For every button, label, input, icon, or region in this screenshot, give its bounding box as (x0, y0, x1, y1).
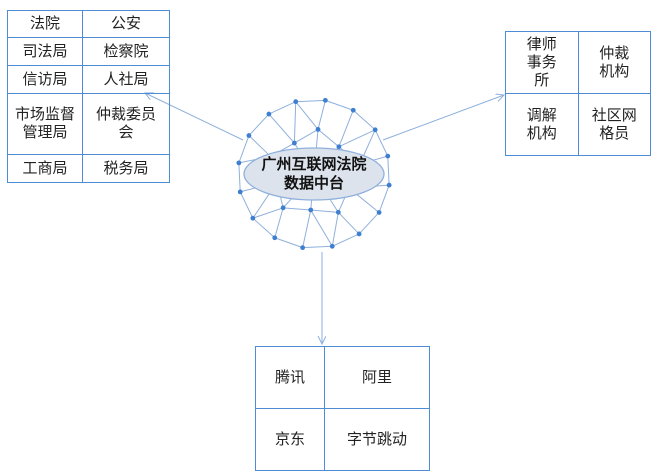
globe-link (302, 245, 333, 249)
cell-bytedance: 字节跳动 (324, 408, 430, 471)
hub-ellipse (243, 147, 385, 201)
globe-link (338, 110, 354, 147)
cell-court: 法院 (7, 10, 83, 38)
globe-link (317, 129, 340, 148)
globe-link (310, 209, 333, 247)
globe-node (376, 210, 382, 215)
cell-tax-bureau: 税务局 (82, 154, 170, 183)
mediation-institutions-table: 律师事务所 仲裁机构 调解机构 社区网格员 (505, 31, 651, 156)
globe-node (272, 235, 278, 241)
cell-tencent: 腾讯 (255, 346, 325, 409)
globe-node (350, 107, 356, 113)
globe-node (236, 160, 242, 166)
globe-link (358, 212, 380, 235)
globe-link (338, 129, 376, 148)
globe-link (252, 207, 284, 219)
globe-link (378, 184, 390, 213)
globe-link (293, 101, 297, 144)
globe-link (325, 99, 354, 111)
globe-link (295, 101, 319, 130)
cell-law-firm: 律师事务所 (505, 31, 579, 94)
globe-link (317, 100, 326, 130)
globe-link (268, 113, 295, 144)
cell-arbitration-committee: 仲裁委员会 (82, 93, 170, 155)
cell-alibaba: 阿里 (324, 346, 430, 409)
globe-link (295, 99, 326, 103)
cell-procuratorate: 检察院 (82, 37, 170, 66)
cell-mediation-agency: 调解机构 (505, 93, 579, 156)
globe-node (280, 205, 286, 211)
cell-community-grid-worker: 社区网格员 (577, 93, 651, 156)
globe-node (291, 140, 297, 146)
globe-link (268, 101, 296, 115)
cell-petition-bureau: 信访局 (7, 65, 83, 94)
globe-link (294, 128, 319, 144)
cell-jd: 京东 (255, 408, 325, 471)
globe-node (329, 243, 335, 249)
globe-node (315, 127, 321, 132)
globe-node (322, 97, 328, 103)
globe-link (332, 233, 360, 247)
globe-link (274, 207, 284, 238)
globe-link (274, 237, 303, 249)
globe-link (239, 191, 254, 219)
globe-link (248, 113, 270, 136)
globe-link (352, 109, 376, 131)
globe-node (356, 231, 362, 237)
internet-companies-table: 腾讯 阿里 京东 字节跳动 (255, 346, 430, 471)
cell-arbitration-agency: 仲裁机构 (577, 31, 651, 94)
cell-justice-bureau: 司法局 (7, 37, 83, 66)
globe-link (238, 162, 241, 192)
cell-market-supervision: 市场监督管理局 (7, 93, 83, 155)
globe-link (331, 212, 339, 247)
hub-label: 广州互联网法院 数据中台 (246, 152, 382, 196)
globe-link (248, 135, 271, 157)
globe-node (336, 144, 342, 150)
cell-commerce-bureau: 工商局 (7, 154, 83, 183)
globe-link (252, 217, 276, 239)
globe-node (386, 182, 392, 188)
cell-public-security: 公安 (82, 10, 170, 38)
globe-node (372, 127, 378, 133)
government-agencies-table: 法院 公安 司法局 检察院 信访局 人社局 市场监督管理局 仲裁委员会 工商局 … (7, 10, 170, 183)
globe-node (246, 133, 252, 138)
globe-node (250, 215, 256, 221)
globe-node (293, 99, 299, 105)
cell-social-security-bureau: 人社局 (82, 65, 170, 94)
globe-node (300, 245, 306, 251)
globe-link (302, 209, 312, 248)
arrow-to-right-table (382, 95, 504, 141)
hub-label-line2: 数据中台 (283, 175, 344, 192)
globe-node (385, 153, 391, 159)
globe-node (237, 189, 243, 195)
globe-node (335, 209, 341, 215)
globe-node (308, 207, 314, 213)
globe-node (266, 111, 272, 117)
globe-link (283, 207, 311, 211)
globe-link (374, 129, 389, 157)
globe-link (238, 135, 250, 164)
globe-link (337, 211, 360, 235)
hub-label-line1: 广州互联网法院 (261, 156, 367, 173)
globe-link (310, 209, 339, 213)
globe-link (387, 156, 390, 186)
